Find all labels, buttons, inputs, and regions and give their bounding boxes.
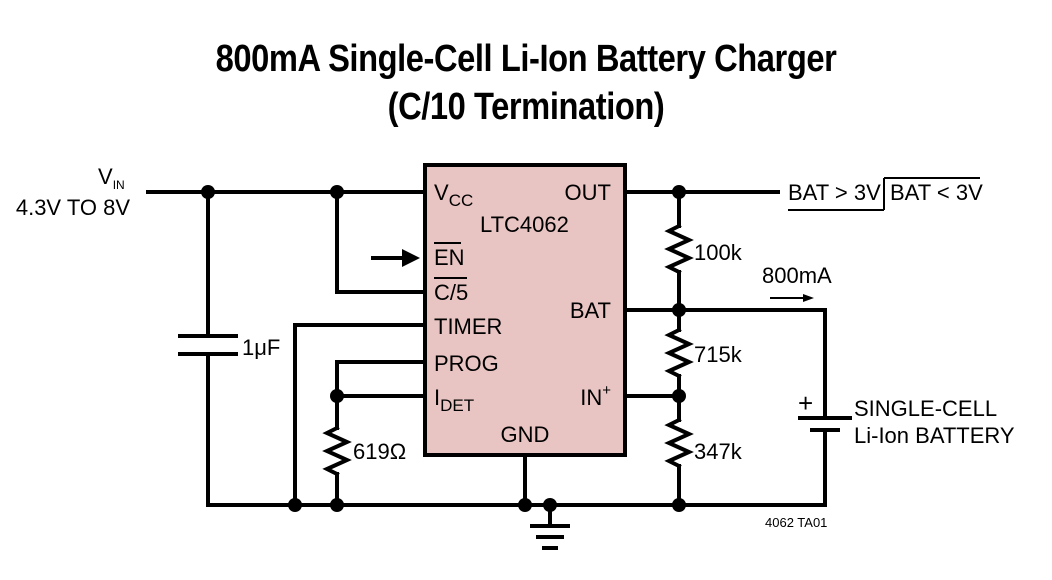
cap-value: 1μF	[242, 335, 280, 360]
pin-gnd: GND	[501, 422, 550, 447]
junction-dot	[330, 185, 344, 199]
battery-label-1: SINGLE-CELL	[854, 396, 997, 421]
pin-bat: BAT	[570, 298, 611, 323]
junction-dot	[288, 498, 302, 512]
junction-dot	[518, 498, 532, 512]
junction-dot	[672, 303, 686, 317]
junction-dot	[543, 498, 557, 512]
junction-dot	[330, 389, 344, 403]
timer-wire	[293, 323, 427, 507]
pin-en: EN	[434, 245, 465, 270]
en-arrow-head	[402, 249, 420, 267]
vin-range: 4.3V TO 8V	[16, 195, 130, 220]
c5-wire	[335, 190, 427, 294]
bat-wire	[623, 308, 827, 397]
junction-dot	[201, 185, 215, 199]
pin-in-plus: IN+	[580, 382, 611, 410]
chip-name: LTC4062	[480, 212, 569, 237]
pin-timer: TIMER	[434, 314, 502, 339]
bat-lt-label: BAT < 3V	[890, 180, 983, 205]
rprog-value: 619Ω	[353, 439, 406, 464]
pin-out: OUT	[565, 180, 611, 205]
pin-prog: PROG	[434, 351, 499, 376]
pin-vcc: VCC	[434, 180, 473, 210]
prog-idet-wire	[335, 360, 427, 398]
title-line-1: 800mA Single-Cell Li-Ion Battery Charger	[215, 38, 837, 80]
current-arrow-head	[803, 294, 814, 302]
figure-id: 4062 TA01	[765, 515, 827, 530]
r2-value: 715k	[694, 342, 743, 367]
junction-dot	[672, 498, 686, 512]
r3-value: 347k	[694, 439, 743, 464]
resistor-100k	[664, 223, 694, 275]
pin-idet: IDET	[434, 385, 474, 415]
junction-dot	[672, 389, 686, 403]
pin-c5: C/5	[434, 280, 468, 305]
junction-dot	[672, 185, 686, 199]
r1-value: 100k	[694, 240, 743, 265]
current-label: 800mA	[762, 263, 832, 288]
junction-dots	[201, 185, 686, 512]
resistor-715k	[664, 327, 694, 379]
title-line-2: (C/10 Termination)	[387, 86, 665, 128]
prog-resistor	[322, 425, 352, 477]
vin-label: VIN	[98, 164, 125, 192]
bat-gt-label: BAT > 3V	[788, 180, 881, 205]
junction-dot	[330, 498, 344, 512]
resistor-347k	[664, 417, 694, 469]
battery-plus: +	[798, 388, 813, 418]
battery-label-2: Li-Ion BATTERY	[854, 423, 1015, 448]
